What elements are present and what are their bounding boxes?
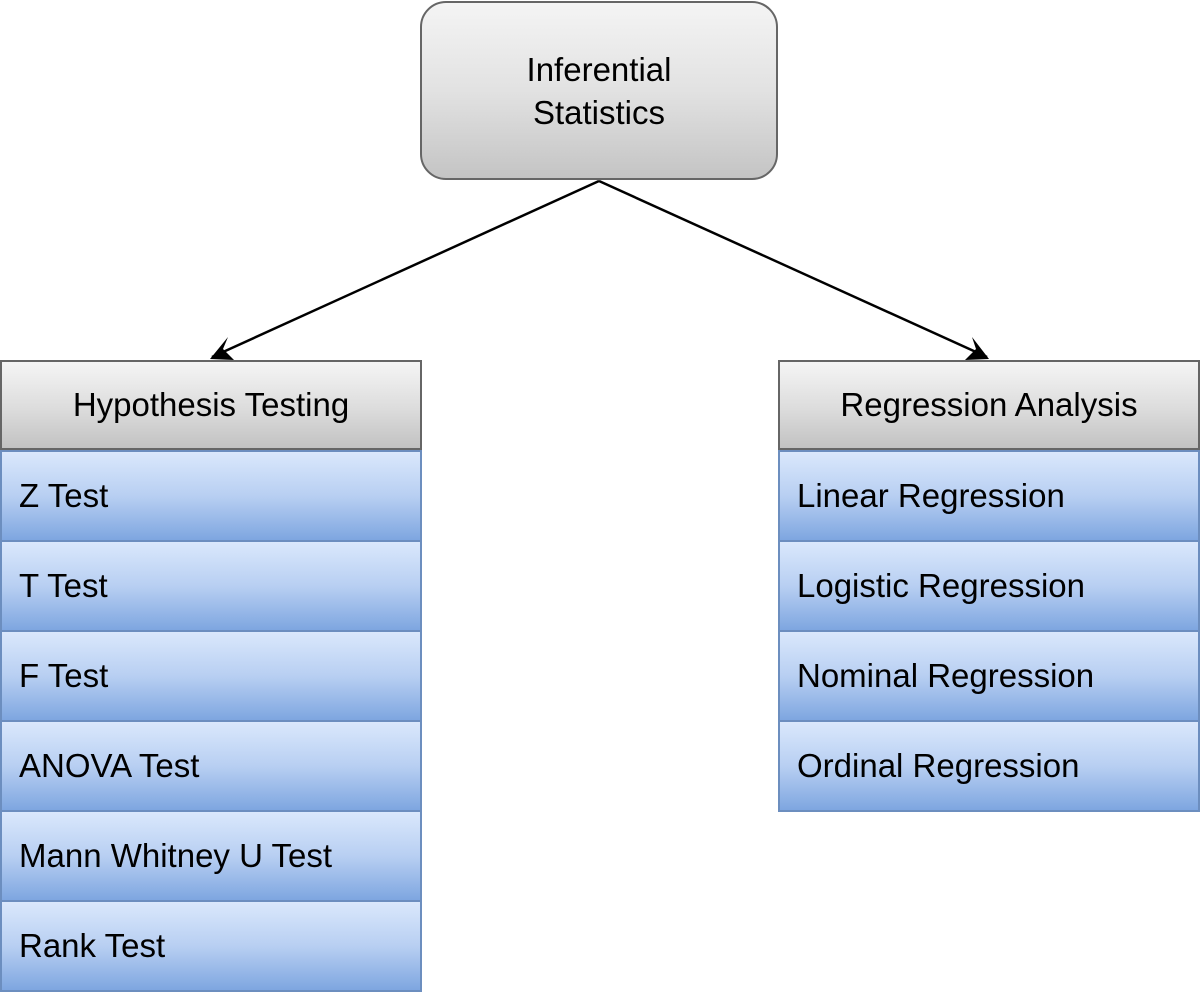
list-item-ordinal-regression: Ordinal Regression [780, 720, 1198, 810]
arrowhead-regression-analysis [965, 337, 989, 360]
list-item-mann-whitney-u-test: Mann Whitney U Test [2, 810, 420, 900]
list-item-t-test: T Test [2, 540, 420, 630]
arrowhead-hypothesis-testing [210, 337, 234, 360]
list-item-linear-regression: Linear Regression [780, 450, 1198, 540]
list-item-rank-test: Rank Test [2, 900, 420, 990]
list-item-logistic-regression: Logistic Regression [780, 540, 1198, 630]
list-regression-analysis: Regression Analysis Linear Regression Lo… [778, 360, 1200, 812]
list-item-anova-test: ANOVA Test [2, 720, 420, 810]
list-header-regression-analysis: Regression Analysis [778, 360, 1200, 450]
root-node-label-line: Statistics [532, 93, 666, 131]
list-item-f-test: F Test [2, 630, 420, 720]
list-hypothesis-testing: Hypothesis Testing Z Test T Test F Test … [0, 360, 422, 992]
edge-to-hypothesis-testing [211, 179, 600, 359]
root-node-label-line: Inferential [526, 50, 672, 88]
list-item-z-test: Z Test [2, 450, 420, 540]
list-item-nominal-regression: Nominal Regression [780, 630, 1198, 720]
list-header-hypothesis-testing: Hypothesis Testing [0, 360, 422, 450]
edge-to-regression-analysis [598, 179, 988, 359]
